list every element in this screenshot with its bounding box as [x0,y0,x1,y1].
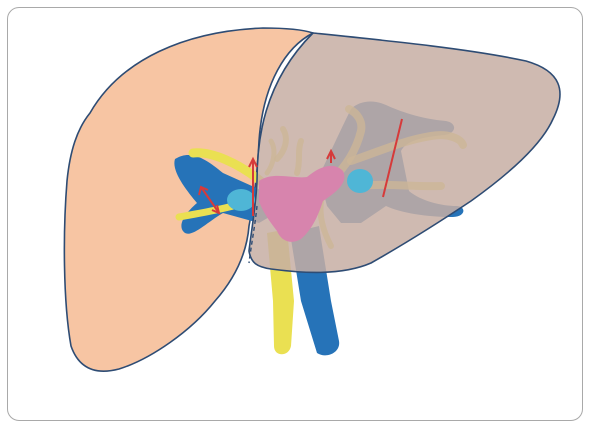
lesion-right-icon [227,189,255,211]
liver-diagram [7,7,583,421]
lesion-left-icon [347,169,373,193]
figure-frame [7,7,583,421]
